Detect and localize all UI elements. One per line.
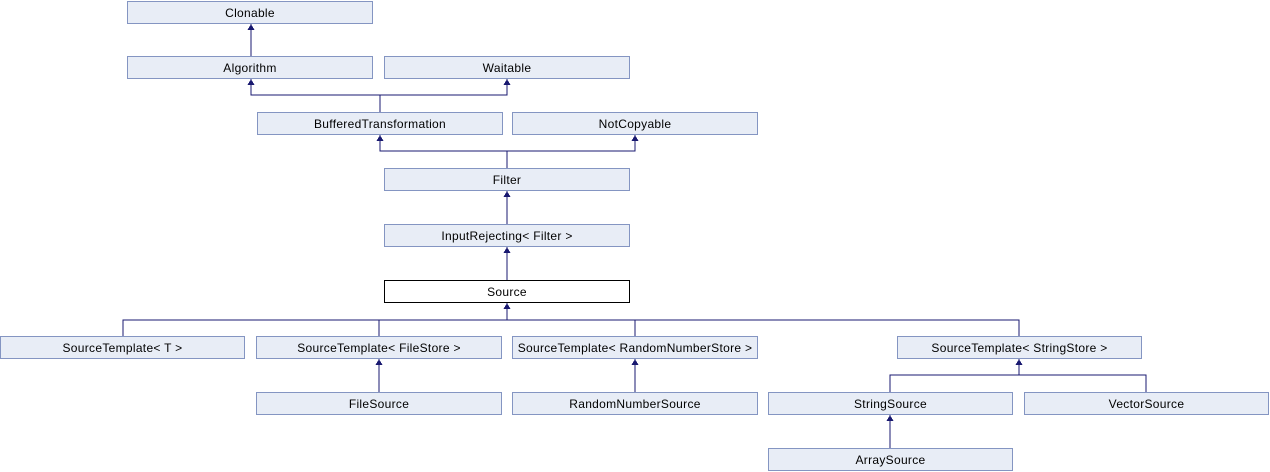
class-node-source-template-stringstore[interactable]: SourceTemplate< StringStore > [897, 336, 1142, 359]
class-node-source-template-filestore[interactable]: SourceTemplate< FileStore > [256, 336, 502, 359]
class-node-algorithm[interactable]: Algorithm [127, 56, 373, 79]
class-node-label: Clonable [225, 6, 275, 20]
arrowhead-icon [1015, 359, 1023, 365]
class-node-label: SourceTemplate< RandomNumberStore > [517, 341, 753, 355]
class-node-label: SourceTemplate< FileStore > [297, 341, 461, 355]
class-node-label: Waitable [482, 61, 532, 75]
inheritance-edge-vectorsource-to-source-template-stringstore [1018, 359, 1147, 392]
class-node-filesource[interactable]: FileSource [256, 392, 502, 415]
class-node-source-template-t[interactable]: SourceTemplate< T > [0, 336, 245, 359]
class-node-label: BufferedTransformation [314, 117, 446, 131]
class-node-source-template-randomnumberstore[interactable]: SourceTemplate< RandomNumberStore > [512, 336, 758, 359]
class-node-label: RandomNumberSource [569, 397, 701, 411]
class-node-label: Algorithm [223, 61, 277, 75]
inheritance-edge-buffered-transformation-to-waitable [379, 79, 508, 112]
class-node-label: VectorSource [1108, 397, 1185, 411]
class-node-label: NotCopyable [598, 117, 672, 131]
arrowhead-icon [375, 359, 383, 365]
arrowhead-icon [247, 79, 255, 85]
class-node-label: SourceTemplate< T > [62, 341, 183, 355]
class-node-stringsource[interactable]: StringSource [768, 392, 1013, 415]
class-node-buffered-transformation[interactable]: BufferedTransformation [257, 112, 503, 135]
class-node-label: Source [487, 285, 527, 299]
arrowhead-icon [631, 135, 639, 141]
arrowhead-icon [886, 415, 894, 421]
class-node-clonable[interactable]: Clonable [127, 1, 373, 24]
class-node-randomnumbersource[interactable]: RandomNumberSource [512, 392, 758, 415]
class-node-vectorsource[interactable]: VectorSource [1024, 392, 1269, 415]
arrowhead-icon [503, 303, 511, 309]
arrowhead-icon [503, 247, 511, 253]
class-node-label: FileSource [348, 397, 410, 411]
class-node-source: Source [384, 280, 630, 303]
class-node-label: StringSource [854, 397, 927, 411]
class-node-label: ArraySource [855, 453, 926, 467]
arrowhead-icon [247, 24, 255, 30]
class-node-not-copyable[interactable]: NotCopyable [512, 112, 758, 135]
class-node-waitable[interactable]: Waitable [384, 56, 630, 79]
arrowhead-icon [503, 191, 511, 197]
class-node-filter[interactable]: Filter [384, 168, 630, 191]
class-node-label: InputRejecting< Filter > [441, 229, 573, 243]
class-node-label: Filter [492, 173, 522, 187]
arrowhead-icon [376, 135, 384, 141]
inheritance-edge-filter-to-not-copyable [506, 135, 636, 168]
arrowhead-icon [503, 79, 511, 85]
class-node-input-rejecting-filter[interactable]: InputRejecting< Filter > [384, 224, 630, 247]
class-node-label: SourceTemplate< StringStore > [931, 341, 1108, 355]
inheritance-edge-source-template-stringstore-to-source [506, 303, 1020, 336]
class-node-arraysource[interactable]: ArraySource [768, 448, 1013, 471]
arrowhead-icon [631, 359, 639, 365]
